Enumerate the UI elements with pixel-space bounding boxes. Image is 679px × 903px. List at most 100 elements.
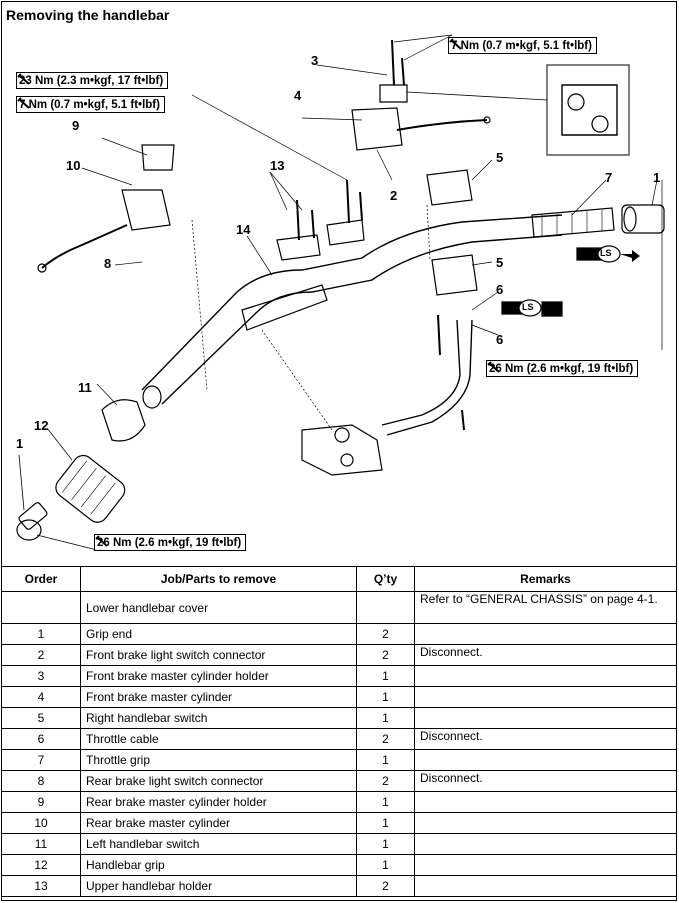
torque-spec-text: 26 Nm (2.6 m•kgf, 19 ft•lbf) bbox=[97, 536, 242, 549]
header-remarks: Remarks bbox=[414, 566, 677, 592]
cell-order bbox=[1, 591, 81, 624]
cell-order: 9 bbox=[1, 791, 81, 813]
handlebar-lower-clamp bbox=[241, 284, 328, 331]
cell-qty: 1 bbox=[356, 749, 415, 771]
cell-qty: 2 bbox=[356, 728, 415, 750]
cell-job: Upper handlebar holder bbox=[80, 875, 357, 897]
cell-qty: 2 bbox=[356, 644, 415, 666]
cell-qty: 2 bbox=[356, 770, 415, 792]
handlebar-tube-lower bbox=[161, 234, 563, 405]
cell-job: Throttle grip bbox=[80, 749, 357, 771]
cell-job: Grip end bbox=[80, 623, 357, 645]
table-row: 8 Rear brake light switch connector 2 Di… bbox=[1, 770, 677, 792]
cell-remarks bbox=[414, 833, 677, 855]
grip-end-right bbox=[621, 204, 665, 234]
handlebar-end bbox=[142, 385, 162, 409]
cell-job: Front brake light switch connector bbox=[80, 644, 357, 666]
page-title: Removing the handlebar bbox=[6, 7, 170, 23]
ls-label: LS bbox=[600, 248, 612, 258]
throttle-cable bbox=[381, 319, 461, 426]
cell-qty: 1 bbox=[356, 791, 415, 813]
callout-number: 1 bbox=[653, 170, 661, 185]
left-grip bbox=[55, 454, 126, 523]
callout-number: 5 bbox=[496, 150, 504, 165]
torque-wrench-icon bbox=[17, 97, 30, 109]
cell-order: 13 bbox=[1, 875, 81, 897]
callout-number: 7 bbox=[605, 170, 613, 185]
cell-remarks bbox=[414, 854, 677, 876]
ls-label: LS bbox=[522, 302, 534, 312]
grip-end-left-body bbox=[18, 502, 48, 530]
cell-remarks: Disconnect. bbox=[414, 770, 677, 792]
cell-order: 2 bbox=[1, 644, 81, 666]
table-row: Lower handlebar cover Refer to “GENERAL … bbox=[1, 591, 677, 624]
cell-order: 1 bbox=[1, 623, 81, 645]
header-job: Job/Parts to remove bbox=[80, 566, 357, 592]
cell-job: Lower handlebar cover bbox=[80, 591, 357, 624]
torque-wrench-icon bbox=[17, 73, 30, 85]
callout-number: 11 bbox=[78, 380, 92, 395]
rear-brake-lever bbox=[41, 224, 128, 269]
cell-job: Rear brake light switch connector bbox=[80, 770, 357, 792]
cell-order: 6 bbox=[1, 728, 81, 750]
torque-spec-box: 26 Nm (2.6 m•kgf, 19 ft•lbf) bbox=[94, 534, 247, 551]
handlebar-tube bbox=[141, 214, 563, 391]
callout-number: 12 bbox=[34, 418, 49, 433]
callout-number: 6 bbox=[496, 332, 504, 347]
table-row: 6 Throttle cable 2 Disconnect. bbox=[1, 728, 677, 750]
table-row: 3 Front brake master cylinder holder 1 bbox=[1, 665, 677, 687]
throttle-grip bbox=[531, 207, 615, 238]
cell-job: Rear brake master cylinder bbox=[80, 812, 357, 834]
cell-qty: 1 bbox=[356, 686, 415, 708]
parts-table: Order Job/Parts to remove Q’ty Remarks L… bbox=[1, 566, 677, 897]
table-header-row: Order Job/Parts to remove Q’ty Remarks bbox=[1, 566, 677, 592]
cell-order: 12 bbox=[1, 854, 81, 876]
table-row: 13 Upper handlebar holder 2 bbox=[1, 875, 677, 897]
front-holder bbox=[379, 84, 408, 103]
cell-qty bbox=[356, 591, 415, 624]
cell-job: Throttle cable bbox=[80, 728, 357, 750]
callout-number: 14 bbox=[236, 222, 251, 237]
table-row: 4 Front brake master cylinder 1 bbox=[1, 686, 677, 708]
callout-number: 4 bbox=[294, 88, 302, 103]
cell-qty: 1 bbox=[356, 812, 415, 834]
cell-remarks bbox=[414, 749, 677, 771]
callout-number: 6 bbox=[496, 282, 504, 297]
cell-remarks bbox=[414, 686, 677, 708]
torque-spec-text: 7 Nm (0.7 m•kgf, 5.1 ft•lbf) bbox=[451, 39, 592, 52]
callout-number: 13 bbox=[270, 158, 285, 173]
front-master-cylinder bbox=[351, 107, 403, 151]
cell-job: Right handlebar switch bbox=[80, 707, 357, 729]
cell-job: Front brake master cylinder holder bbox=[80, 665, 357, 687]
rear-holder bbox=[141, 144, 175, 171]
cell-qty: 2 bbox=[356, 875, 415, 897]
lower-bracket bbox=[301, 424, 383, 476]
table-row: 2 Front brake light switch connector 2 D… bbox=[1, 644, 677, 666]
callout-number: 10 bbox=[66, 158, 81, 173]
header-order: Order bbox=[1, 566, 81, 592]
callout-number: 3 bbox=[311, 53, 319, 68]
cell-remarks bbox=[414, 665, 677, 687]
torque-spec-text: 26 Nm (2.6 m•kgf, 19 ft•lbf) bbox=[489, 362, 634, 375]
cell-order: 10 bbox=[1, 812, 81, 834]
cell-remarks bbox=[414, 812, 677, 834]
torque-spec-text: 7 Nm (0.7 m•kgf, 5.1 ft•lbf) bbox=[19, 98, 160, 111]
cell-order: 7 bbox=[1, 749, 81, 771]
cell-remarks bbox=[414, 623, 677, 645]
cell-job: Handlebar grip bbox=[80, 854, 357, 876]
torque-wrench-icon bbox=[449, 38, 462, 50]
right-switch-lower bbox=[431, 254, 478, 296]
torque-spec-box: 7 Nm (0.7 m•kgf, 5.1 ft•lbf) bbox=[448, 37, 597, 54]
torque-wrench-icon bbox=[487, 361, 500, 373]
callout-number: 9 bbox=[72, 118, 80, 133]
callout-number: 2 bbox=[390, 188, 398, 203]
callout-number: 8 bbox=[104, 256, 112, 271]
cell-job: Front brake master cylinder bbox=[80, 686, 357, 708]
cell-qty: 1 bbox=[356, 665, 415, 687]
cell-remarks bbox=[414, 875, 677, 897]
holder-inset bbox=[546, 64, 630, 156]
cell-order: 4 bbox=[1, 686, 81, 708]
cell-remarks: Disconnect. bbox=[414, 644, 677, 666]
cell-job: Left handlebar switch bbox=[80, 833, 357, 855]
table-row: 1 Grip end 2 bbox=[1, 623, 677, 645]
